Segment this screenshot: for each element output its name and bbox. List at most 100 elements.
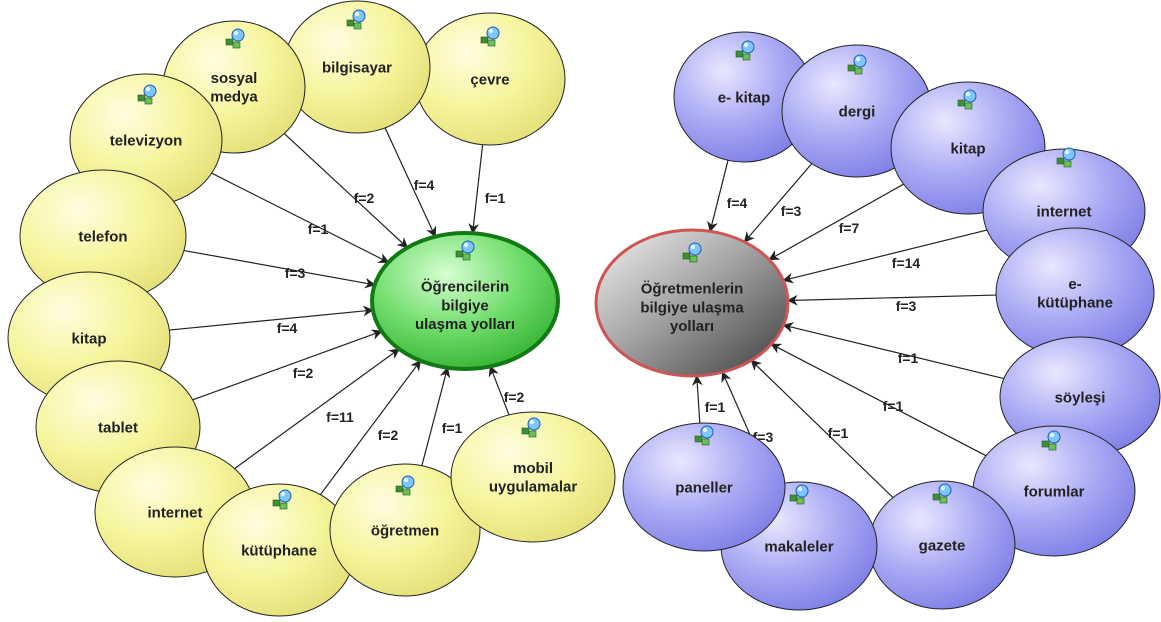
node-kutuphane[interactable]: kütüphane	[202, 483, 356, 617]
node-label: makaleler	[764, 538, 833, 555]
edge-students-internet	[234, 348, 400, 470]
edge-label-gazete: f=1	[828, 425, 849, 441]
node-telefon[interactable]: telefon	[19, 169, 187, 303]
hub-label: bilgiye	[441, 297, 489, 314]
node-label: kitap	[950, 140, 985, 157]
node-label: kitap	[71, 330, 106, 347]
edge-students-mobil-uygulamalar	[488, 365, 510, 416]
node-e-kitap[interactable]: e- kitap	[673, 31, 815, 163]
globe-network-icon	[694, 425, 714, 446]
node-bilgisayar[interactable]: bilgisayar	[283, 0, 431, 134]
node-gazete[interactable]: gazete	[868, 480, 1016, 610]
node-label: medya	[210, 89, 258, 106]
edge-students-ogretmen	[421, 366, 451, 466]
hub-ellipse	[594, 228, 790, 378]
hub-label: yolları	[670, 318, 714, 335]
hub-ellipse	[370, 231, 560, 371]
node-label: internet	[1036, 203, 1091, 220]
globe-network-icon	[225, 28, 245, 49]
hub-label: bilgiye ulaşma	[640, 299, 744, 316]
edge-teachers-kitap	[768, 183, 904, 261]
edge-label-kutuphane: f=2	[378, 427, 399, 443]
edge-label-bilgisayar: f=4	[414, 177, 435, 193]
edge-label-sosyal-medya: f=2	[354, 190, 375, 206]
edge-label-televizyon: f=1	[308, 221, 329, 237]
node-label: bilgisayar	[322, 59, 392, 76]
node-label: e-	[1068, 276, 1081, 293]
edge-label-forumlar: f=1	[883, 398, 904, 414]
edge-teachers-paneller	[691, 374, 703, 424]
globe-network-icon	[346, 9, 366, 30]
edge-label-paneller: f=1	[705, 399, 726, 415]
edge-teachers-internet	[782, 229, 988, 284]
globe-network-icon	[455, 240, 475, 261]
node-label: telefon	[78, 228, 127, 245]
edge-teachers-dergi	[743, 163, 813, 243]
edge-students-televizyon	[211, 172, 390, 263]
edge-students-kutuphane	[319, 359, 422, 495]
edge-teachers-forumlar	[770, 343, 987, 457]
node-label: söyleşi	[1055, 389, 1106, 406]
globe-network-icon	[1041, 430, 1061, 451]
edge-label-telefon: f=3	[285, 265, 306, 281]
node-ellipse	[329, 463, 481, 597]
node-forumlar[interactable]: forumlar	[972, 425, 1136, 557]
edge-label-tablet: f=2	[293, 365, 314, 381]
edge-label-ogretmen: f=1	[442, 420, 463, 436]
node-label: öğretmen	[371, 522, 439, 539]
edge-students-cevre	[468, 144, 484, 235]
edge-label-mobil-uygulamalar: f=2	[504, 389, 525, 405]
edge-label-soylesi: f=1	[898, 350, 919, 366]
node-ellipse	[622, 422, 786, 552]
node-mobil-uygulamalar[interactable]: mobil uygulamalar	[450, 411, 616, 543]
node-label: uygulamalar	[489, 479, 578, 496]
node-label: dergi	[839, 103, 876, 120]
globe-network-icon	[735, 40, 755, 61]
node-ellipse	[450, 411, 616, 543]
edge-label-kitap: f=7	[839, 220, 860, 236]
node-label: kütüphane	[241, 542, 317, 559]
edge-students-tablet	[192, 329, 383, 401]
globe-network-icon	[272, 489, 292, 510]
edge-teachers-e-kutuphane	[786, 294, 997, 306]
node-e-kutuphane[interactable]: e-kütüphane	[995, 227, 1155, 359]
node-label: e- kitap	[718, 89, 771, 106]
hub-label: Öğretmenlerin	[641, 281, 744, 298]
node-label: internet	[147, 504, 202, 521]
hub-label: ulaşma yolları	[415, 316, 515, 333]
edge-students-telefon	[183, 249, 376, 289]
globe-network-icon	[521, 417, 541, 438]
globe-network-icon	[932, 483, 952, 504]
node-ogretmen[interactable]: öğretmen	[329, 463, 481, 597]
hub-label: Öğrencilerin	[421, 279, 509, 296]
node-label: televizyon	[110, 132, 183, 149]
edge-label-e-kutuphane: f=3	[896, 298, 917, 314]
node-label: çevre	[470, 71, 509, 88]
edge-students-bilgisayar	[384, 127, 437, 238]
globe-network-icon	[1056, 147, 1076, 168]
node-label: paneller	[675, 479, 733, 496]
node-cevre[interactable]: çevre	[414, 12, 566, 146]
edge-label-kitap: f=4	[277, 320, 298, 336]
edge-label-internet: f=14	[892, 255, 921, 271]
edge-teachers-gazete	[750, 359, 894, 498]
edge-students-kitap	[169, 305, 374, 331]
node-paneller[interactable]: paneller	[622, 422, 786, 552]
globe-network-icon	[395, 475, 415, 496]
globe-network-icon	[682, 242, 702, 263]
node-label: forumlar	[1024, 483, 1085, 500]
globe-network-icon	[957, 89, 977, 110]
node-label: mobil	[513, 460, 553, 477]
node-label: gazete	[919, 537, 966, 554]
node-label: tablet	[98, 419, 138, 436]
edge-students-sosyal-medya	[283, 133, 409, 249]
node-label: kütüphane	[1037, 295, 1113, 312]
globe-network-icon	[480, 26, 500, 47]
edge-label-e-kitap: f=4	[727, 195, 748, 211]
globe-network-icon	[789, 484, 809, 505]
edge-label-dergi: f=3	[781, 203, 802, 219]
edge-teachers-soylesi	[782, 322, 1005, 380]
